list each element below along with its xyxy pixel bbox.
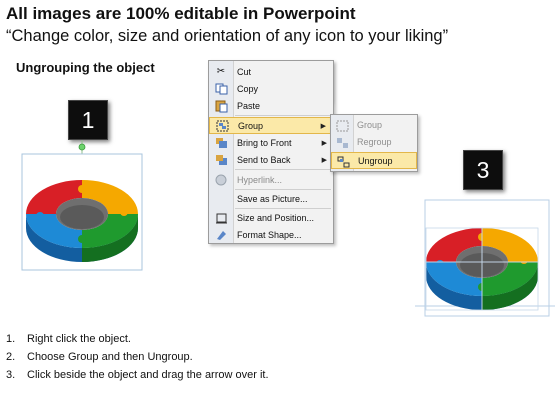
puzzle-piece-red (26, 180, 82, 214)
puzzle-piece-red (426, 228, 482, 262)
submenu-item-regroup[interactable]: Regroup (331, 134, 417, 151)
submenu-arrow-icon: ▶ (321, 156, 327, 164)
puzzle-piece-orange (482, 228, 538, 262)
menu-item-copy[interactable]: Copy (209, 80, 333, 97)
list-item: 3. Click beside the object and drag the … (6, 369, 269, 381)
ungroup-icon (336, 155, 350, 168)
menu-item-format-shape[interactable]: Format Shape... (209, 226, 333, 243)
regroup-icon (335, 136, 349, 149)
puzzle-piece-blue (26, 214, 82, 248)
selection-box (21, 153, 143, 271)
puzzle-piece-green (82, 214, 138, 248)
bring-to-front-icon (214, 136, 228, 149)
list-item: 2. Choose Group and then Ungroup. (6, 351, 193, 363)
group-submenu: Group Regroup Ungroup (330, 114, 418, 172)
menu-separator (235, 169, 331, 170)
menu-item-paste[interactable]: Paste (209, 97, 333, 114)
menu-separator (235, 189, 331, 190)
section-heading: Ungrouping the object (16, 60, 155, 75)
submenu-item-ungroup[interactable]: Ungroup (331, 152, 417, 169)
menu-separator (235, 208, 331, 209)
puzzle-piece-orange (82, 180, 138, 214)
menu-separator (235, 115, 331, 116)
puzzle-piece-green (482, 262, 538, 296)
submenu-arrow-icon: ▶ (321, 139, 327, 147)
submenu-arrow-icon: ▶ (320, 122, 326, 130)
selection-box (424, 199, 550, 317)
scissors-icon: ✂ (216, 66, 226, 77)
copy-icon (214, 82, 228, 95)
submenu-item-group[interactable]: Group (331, 117, 417, 134)
list-item: 1. Right click the object. (6, 333, 131, 345)
menu-item-send-to-back[interactable]: Send to Back ▶ (209, 151, 333, 168)
paste-icon (214, 99, 228, 112)
context-menu: ✂ Cut Copy Paste Group ▶ Bring to Front … (208, 60, 334, 244)
format-shape-icon (214, 228, 228, 241)
rotate-handle (78, 143, 86, 151)
globe-icon (214, 173, 228, 186)
step-1-badge: 1 (68, 100, 108, 140)
instructions-list: 1. Right click the object. 2. Choose Gro… (6, 330, 269, 384)
page-title: All images are 100% editable in Powerpoi… (6, 4, 356, 23)
group-icon (335, 119, 349, 132)
menu-item-cut[interactable]: ✂ Cut (209, 63, 333, 80)
group-icon (215, 119, 229, 132)
menu-item-save-as-picture[interactable]: Save as Picture... (237, 193, 308, 204)
menu-item-hyperlink[interactable]: Hyperlink... (209, 171, 333, 188)
step-3-badge: 3 (463, 150, 503, 190)
page-subtitle: “Change color, size and orientation of a… (6, 27, 449, 45)
send-to-back-icon (214, 153, 228, 166)
menu-item-bring-to-front[interactable]: Bring to Front ▶ (209, 134, 333, 151)
puzzle-piece-blue (426, 262, 482, 296)
size-position-icon (214, 211, 228, 224)
menu-item-size-and-position[interactable]: Size and Position... (209, 209, 333, 226)
